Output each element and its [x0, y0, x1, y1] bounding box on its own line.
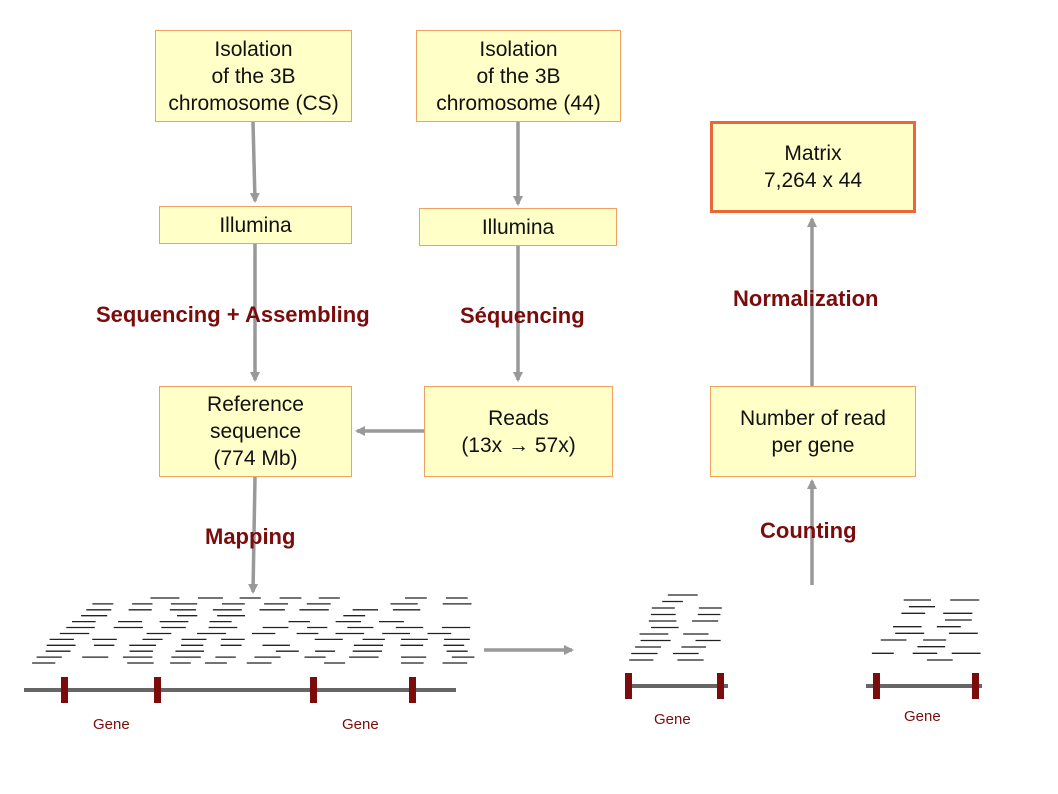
reference-sequence-box: Reference sequence (774 Mb)	[159, 386, 352, 477]
gene-segment-2	[866, 673, 982, 699]
isolation-44-box: Isolation of the 3B chromosome (44)	[416, 30, 621, 122]
sequencing-label: Séquencing	[460, 303, 585, 328]
matrix-box: Matrix 7,264 x 44	[710, 121, 916, 213]
sequencing-assembling-label: Sequencing + Assembling	[96, 302, 370, 327]
gene-marker	[310, 677, 317, 703]
gene-segment-1	[625, 673, 728, 699]
illumina-right-box: Illumina	[419, 208, 617, 246]
gene-marker	[61, 677, 68, 703]
mapping-label: Mapping	[205, 524, 296, 549]
reads-gene-2	[871, 599, 981, 661]
gene-marker	[717, 673, 724, 699]
gene-marker	[972, 673, 979, 699]
gene-label: Gene	[342, 716, 379, 733]
illumina-left-box: Illumina	[159, 206, 352, 244]
gene-label: Gene	[654, 711, 691, 728]
arrow-reference-to-mapping	[248, 476, 259, 594]
mapped-reads	[32, 597, 475, 664]
reads-per-gene-box: Number of read per gene	[710, 386, 916, 477]
gene-marker	[873, 673, 880, 699]
genome-track	[24, 677, 456, 703]
isolation-cs-box: Isolation of the 3B chromosome (CS)	[155, 30, 352, 122]
gene-marker	[625, 673, 632, 699]
gene-marker	[409, 677, 416, 703]
arrow-isolation-cs-to-illumina	[249, 121, 260, 203]
reads-box: Reads (13x → 57x)	[424, 386, 613, 477]
gene-marker	[154, 677, 161, 703]
counting-label: Counting	[760, 518, 857, 543]
reads-gene-1	[629, 594, 722, 661]
gene-label: Gene	[93, 716, 130, 733]
normalization-label: Normalization	[733, 286, 879, 311]
gene-label: Gene	[904, 708, 941, 725]
